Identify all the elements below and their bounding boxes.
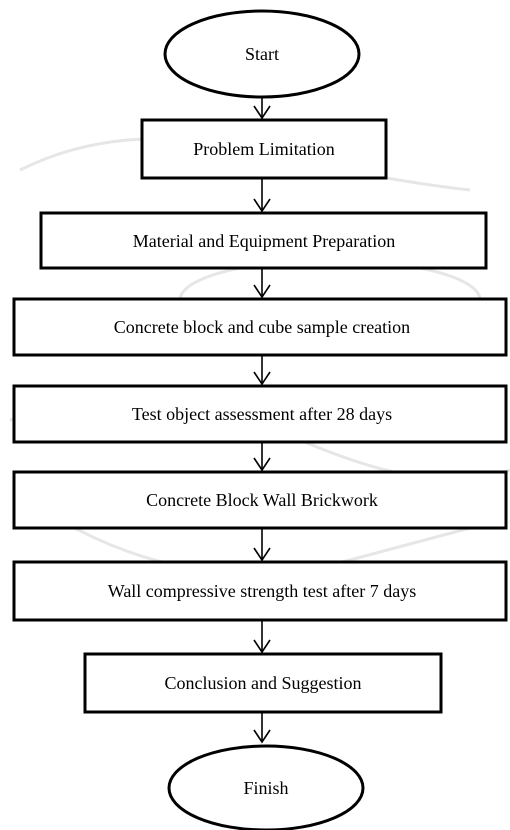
process-step-1-label: Problem Limitation [193,139,335,159]
process-step-4: Test object assessment after 28 days [12,384,508,444]
process-step-6-label: Wall compressive strength test after 7 d… [108,581,416,601]
process-step-4-label: Test object assessment after 28 days [132,404,392,424]
start-node: Start [163,9,361,99]
process-step-6: Wall compressive strength test after 7 d… [12,560,508,622]
arrow-step7-to-finish [253,712,271,744]
arrow-step2-to-step3 [253,268,271,299]
finish-node: Finish [167,744,365,830]
process-step-3: Concrete block and cube sample creation [12,297,508,357]
process-step-5: Concrete Block Wall Brickwork [12,470,508,530]
arrow-step1-to-step2 [253,178,271,213]
process-step-7-label: Conclusion and Suggestion [165,673,362,693]
finish-ellipse [167,744,365,830]
process-step-2: Material and Equipment Preparation [39,211,488,270]
arrow-step6-to-step7 [253,620,271,654]
process-step-2-label: Material and Equipment Preparation [133,231,395,251]
start-label: Start [245,44,279,64]
arrow-step4-to-step5 [253,442,271,472]
arrow-step3-to-step4 [253,355,271,386]
arrow-step5-to-step6 [253,528,271,562]
process-step-3-label: Concrete block and cube sample creation [114,317,410,337]
arrow-start-to-step1 [253,97,271,120]
finish-label: Finish [243,778,288,798]
process-step-5-label: Concrete Block Wall Brickwork [146,490,378,510]
process-step-7: Conclusion and Suggestion [83,652,443,714]
process-step-1: Problem Limitation [140,118,388,180]
